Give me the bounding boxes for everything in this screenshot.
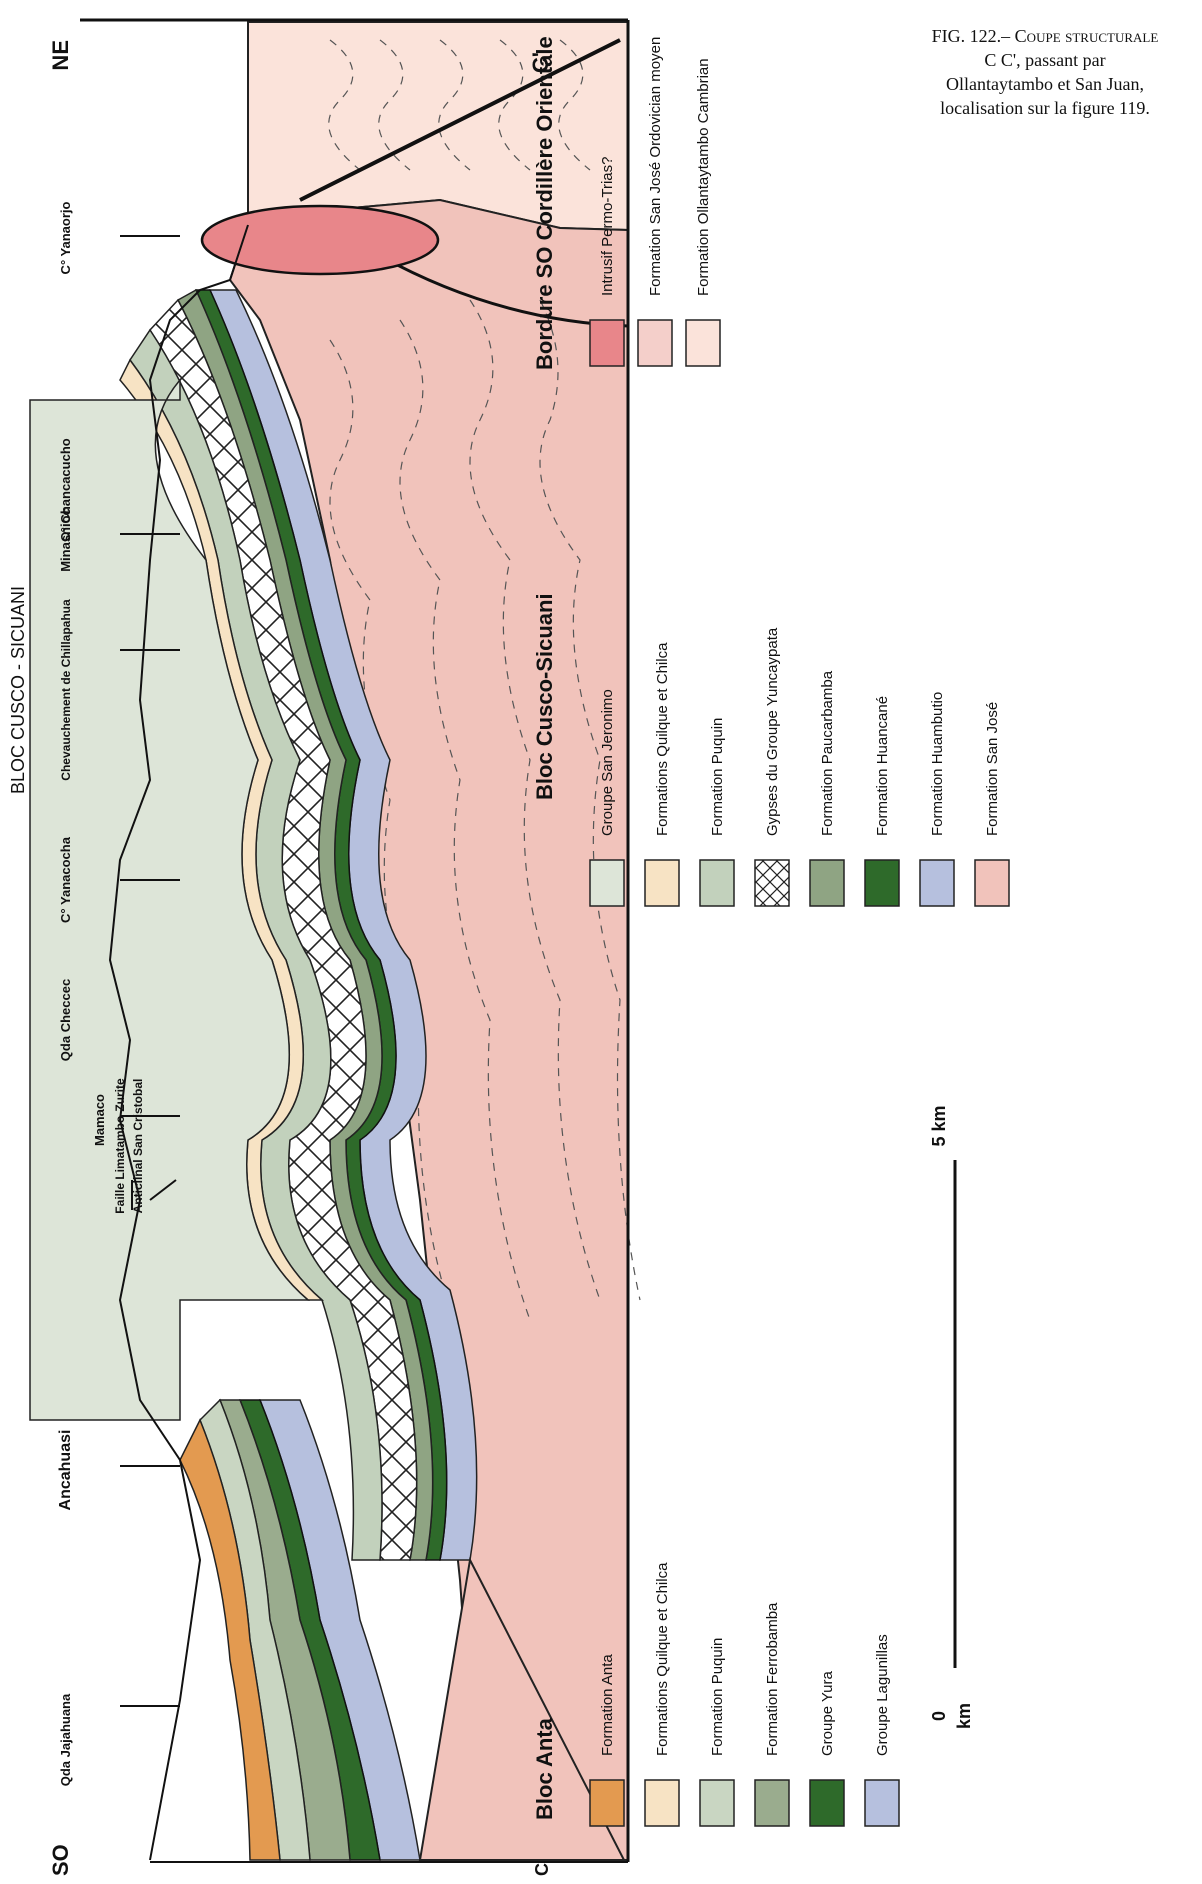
legend-swatch-2-1: [638, 320, 672, 366]
legend-swatch-2-0: [590, 320, 624, 366]
legend-swatch-1-0: [590, 860, 624, 906]
legend-label-2-0: Intrusif Permo-Trias?: [599, 157, 616, 296]
point-left: C: [532, 1863, 552, 1876]
figure-caption: FIG. 122.– Coupe structurale C C', passa…: [900, 24, 1190, 120]
legend-label-1-5: Formation Huancané: [874, 696, 891, 836]
locality-label-4: Anticlinal San Cristobal: [131, 1079, 145, 1214]
legend-label-1-4: Formation Paucarbamba: [819, 670, 836, 836]
legend-label-1-0: Groupe San Jeronimo: [599, 689, 616, 836]
legend-swatches: [590, 320, 1009, 1826]
legend-label-1-3: Gypses du Groupe Yuncaypata: [764, 627, 781, 836]
legend-label-1-2: Formation Puquin: [709, 718, 726, 836]
intrusive-body: [202, 206, 438, 274]
scale-zero: 0: [929, 1711, 949, 1721]
scale-unit: km: [954, 1703, 974, 1729]
caption-line-2: C C', passant par: [900, 48, 1190, 72]
legend-label-0-3: Formation Ferrobamba: [764, 1602, 781, 1756]
caption-line-4: localisation sur la figure 119.: [900, 96, 1190, 120]
legend-label-1-1: Formations Quilque et Chilca: [654, 642, 671, 836]
locality-label-5: Qda Checcec: [58, 979, 73, 1061]
locality-label-10: C° Yanaorjo: [58, 202, 73, 275]
legend-swatch-1-1: [645, 860, 679, 906]
locality-label-9: C° Chancacucho: [58, 438, 73, 542]
legend-group-title-2: Bordure SO Cordillère Orientale: [532, 36, 557, 370]
locality-label-1: Ancahuasi: [57, 1430, 74, 1511]
legend-label-0-4: Groupe Yura: [819, 1671, 836, 1756]
legend-swatch-0-2: [700, 1780, 734, 1826]
legend-label-0-0: Formation Anta: [599, 1654, 616, 1756]
legend-swatch-0-0: [590, 1780, 624, 1826]
legend-label-0-5: Groupe Lagunillas: [874, 1634, 891, 1756]
caption-line-1: FIG. 122.– Coupe structurale: [900, 24, 1190, 48]
legend-swatch-1-6: [920, 860, 954, 906]
legend-group-title-0: Bloc Anta: [532, 1717, 557, 1820]
legend-swatch-1-3: [755, 860, 789, 906]
locality-label-2: Mamaco: [92, 1094, 107, 1146]
caption-line-3: Ollantaytambo et San Juan,: [900, 72, 1190, 96]
legend-swatch-0-1: [645, 1780, 679, 1826]
legend-label-0-2: Formation Puquin: [709, 1638, 726, 1756]
legend-swatch-0-3: [755, 1780, 789, 1826]
legend-label-1-6: Formation Huambutio: [929, 692, 946, 836]
legend-group-title-1: Bloc Cusco-Sicuani: [532, 593, 557, 800]
locality-label-0: Qda Jajahuana: [58, 1693, 73, 1786]
legend-swatch-1-4: [810, 860, 844, 906]
locality-label-3: Faille Limatambo-Zurite: [113, 1078, 127, 1214]
legend-swatch-0-5: [865, 1780, 899, 1826]
legend-label-2-1: Formation San José Ordovician moyen: [647, 37, 664, 296]
legend-label-0-1: Formations Quilque et Chilca: [654, 1562, 671, 1756]
legend-label-1-7: Formation San José: [984, 702, 1001, 836]
locality-label-7: Chevauchement de Chillapahua: [59, 599, 73, 781]
block-title: BLOC CUSCO - SICUANI: [8, 586, 28, 794]
legend-label-2-2: Formation Ollantaytambo Cambrian: [695, 58, 712, 296]
locality-label-6: C° Yanacocha: [58, 836, 73, 923]
legend-swatch-1-5: [865, 860, 899, 906]
orientation-right: NE: [48, 40, 73, 71]
legend-swatch-1-2: [700, 860, 734, 906]
legend-swatch-2-2: [686, 320, 720, 366]
orientation-left: SO: [48, 1844, 73, 1876]
legend-swatch-0-4: [810, 1780, 844, 1826]
scale-end: 5 km: [929, 1105, 949, 1146]
legend-swatch-1-7: [975, 860, 1009, 906]
